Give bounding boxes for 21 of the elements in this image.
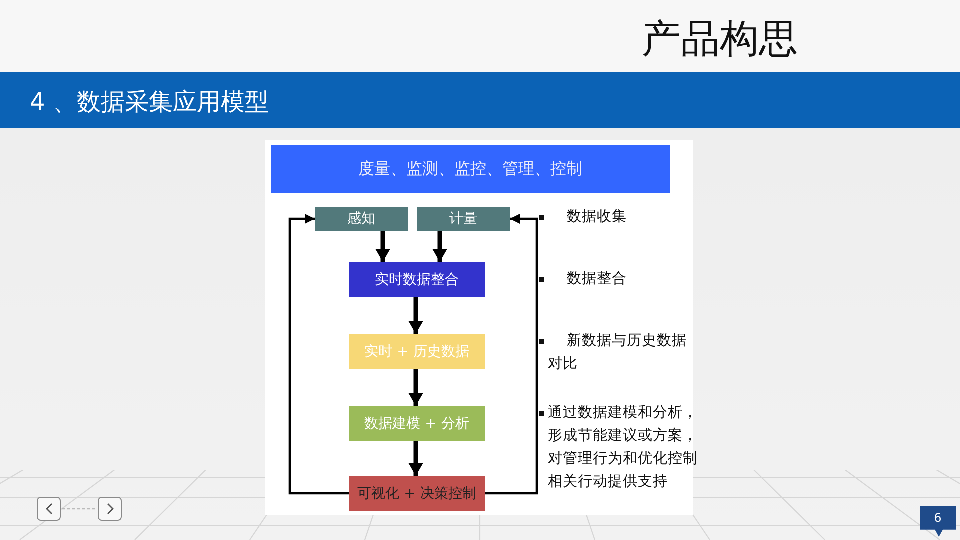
bullet-text: 通过数据建模和分析，形成节能建议或方案，对管理行为和优化控制相关行动提供支持: [548, 404, 699, 492]
arrow: [432, 231, 448, 262]
arrow: [376, 231, 390, 262]
bullet-text: 新数据与历史数据对比: [548, 332, 688, 374]
arrow: [408, 297, 424, 334]
bullet-text: 数据整合: [566, 270, 628, 289]
banner-box: 度量、监测、监控、管理、控制: [271, 145, 670, 193]
section-heading: 4 、数据采集应用模型: [30, 87, 269, 117]
page-number: 6: [920, 506, 956, 537]
arrow: [408, 441, 424, 476]
process-box: 实时 + 历史数据: [349, 334, 485, 369]
process-box: 感知: [315, 207, 408, 231]
process-box: 可视化 + 决策控制: [349, 476, 485, 511]
process-box: 实时数据整合: [349, 262, 485, 297]
arrow: [408, 369, 424, 406]
arrow: [288, 214, 349, 495]
process-box: 计量: [417, 207, 510, 231]
arrow: [485, 214, 538, 495]
page-title: 产品构思: [642, 17, 798, 63]
process-box: 数据建模 + 分析: [349, 406, 485, 441]
bullet-text: 数据收集: [566, 208, 628, 227]
